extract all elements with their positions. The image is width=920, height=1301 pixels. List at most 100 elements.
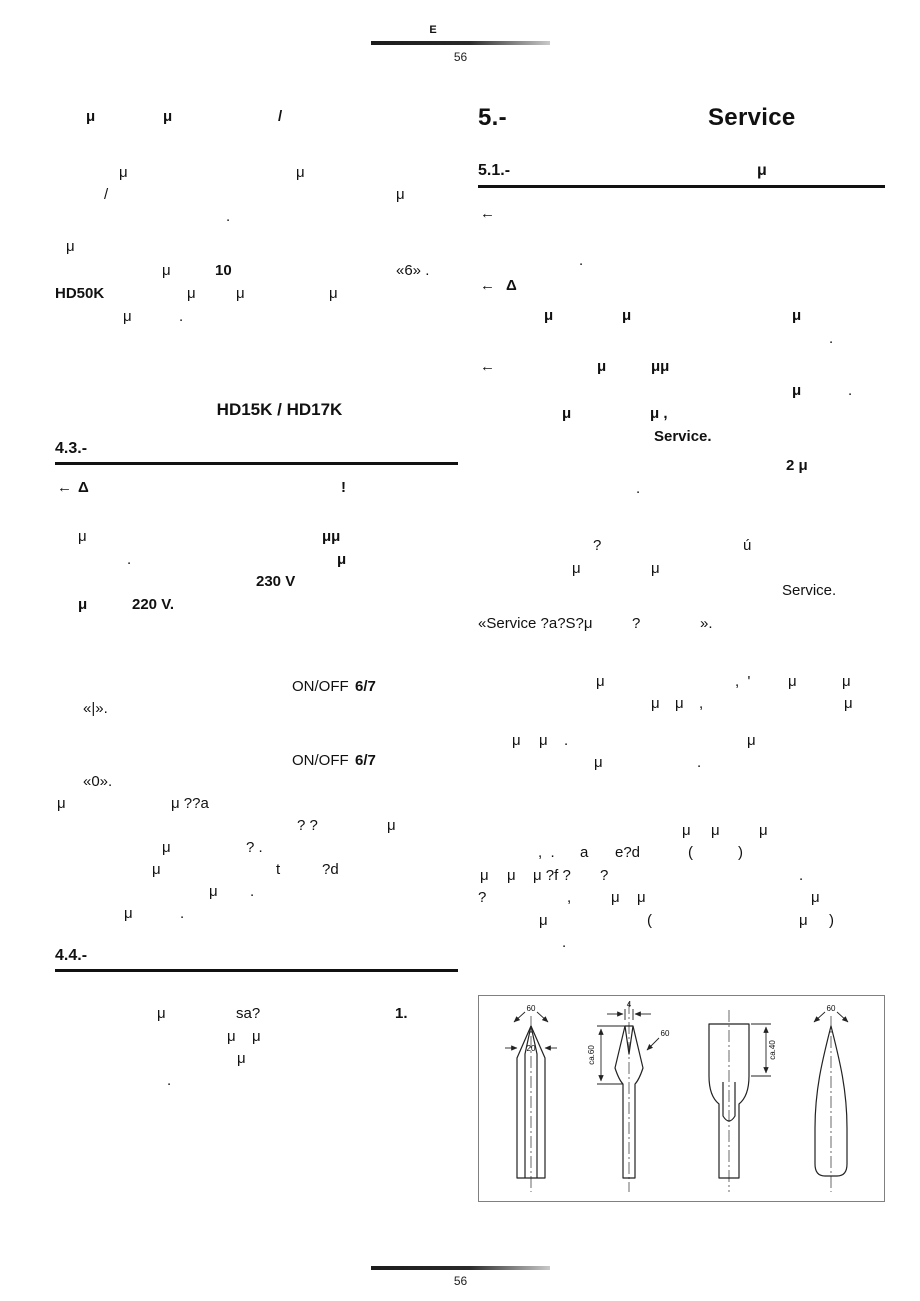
chisel-outline <box>516 1025 546 1179</box>
text-fragment: μ <box>544 307 554 324</box>
text-fragment: μ <box>162 262 171 279</box>
section-5-1-label: 5.1.- <box>478 162 511 179</box>
wide-chisel-drawing: ca.40 <box>708 1010 777 1192</box>
text-fragment: μ <box>124 905 133 922</box>
text-fragment: . <box>167 1072 172 1089</box>
text-fragment: μ <box>844 695 853 712</box>
text-fragment: μ <box>788 673 797 690</box>
text-fragment: μ <box>682 822 691 839</box>
text-fragment: μ <box>337 551 347 568</box>
text-fragment: μ <box>236 285 245 302</box>
text-fragment: μ <box>163 108 173 125</box>
text-fragment: μ <box>152 861 161 878</box>
text-fragment: μ <box>811 889 820 906</box>
text-fragment: . <box>636 480 641 497</box>
section-4-3-label: 4.3.- <box>55 440 88 457</box>
text-fragment: sa? <box>236 1005 261 1022</box>
text-fragment: 2 μ <box>786 457 808 474</box>
text-fragment: μ <box>596 673 605 690</box>
section-4-4-rule <box>55 969 458 972</box>
section-5-title: Service <box>708 104 796 131</box>
text-fragment: . <box>829 330 834 347</box>
text-fragment: . <box>180 905 185 922</box>
text-fragment: / <box>278 108 283 125</box>
text-fragment: μ <box>799 912 808 929</box>
dimension-arrow <box>836 1011 849 1023</box>
text-fragment: μ <box>651 695 660 712</box>
text-fragment: ! <box>341 479 346 496</box>
text-fragment: . <box>250 883 255 900</box>
text-fragment: . <box>226 208 231 225</box>
text-fragment: . <box>127 551 132 568</box>
text-fragment: μ <box>119 164 128 181</box>
text-fragment: 1. <box>395 1005 408 1022</box>
text-fragment: . <box>799 867 804 884</box>
text-fragment: ← <box>57 479 72 496</box>
text-fragment: μ <box>209 883 218 900</box>
text-fragment: ? . <box>246 839 263 856</box>
pointed-chisel-drawing: 60 20 <box>505 1004 557 1192</box>
text-fragment: μ <box>539 912 548 929</box>
text-fragment: μ <box>123 308 132 325</box>
text-fragment: 6/7 <box>355 678 376 695</box>
section-4-4-label: 4.4.- <box>55 947 88 964</box>
text-fragment: μ <box>792 382 802 399</box>
text-fragment: μ <box>66 238 75 255</box>
text-fragment: μ <box>572 560 581 577</box>
text-fragment: μ <box>651 560 660 577</box>
text-fragment: μ <box>227 1028 236 1045</box>
text-fragment: ) <box>738 844 743 861</box>
text-fragment: ON/OFF <box>292 678 353 695</box>
dimension-arrow <box>813 1011 826 1023</box>
text-fragment: μμ <box>651 358 670 375</box>
text-fragment: μ <box>387 817 396 834</box>
text-fragment: ← <box>480 358 495 375</box>
text-fragment: ← <box>480 205 495 222</box>
text-fragment: μ <box>78 528 87 545</box>
chisel-outline <box>814 1025 848 1177</box>
text-fragment: Service. <box>782 582 837 599</box>
text-fragment: μ <box>187 285 196 302</box>
dim-tip-angle-1: 60 <box>527 1004 536 1013</box>
text-fragment: μ <box>329 285 338 302</box>
cone-point-drawing: 60 <box>813 1004 849 1192</box>
chisel-outline <box>708 1023 750 1179</box>
text-fragment: μ <box>252 1028 261 1045</box>
text-fragment: μ <box>759 822 768 839</box>
text-fragment: μ <box>711 822 720 839</box>
dim-point-angle: 60 <box>827 1004 836 1013</box>
text-fragment: . <box>179 308 184 325</box>
dim-edge-angle: 60 <box>661 1029 670 1038</box>
text-fragment: ) <box>829 912 834 929</box>
text-fragment: , <box>699 695 704 712</box>
text-fragment: 230 V <box>256 573 296 590</box>
chisel-facet-lines <box>624 1025 634 1055</box>
text-fragment: , <box>567 889 572 906</box>
footer-rule <box>371 1266 550 1270</box>
text-fragment: μ <box>78 596 88 613</box>
language-code: E <box>429 24 438 36</box>
text-fragment: , . <box>538 844 555 861</box>
text-fragment: μ ??a <box>171 795 209 812</box>
page-number-top: 56 <box>453 50 468 64</box>
text-fragment: μ <box>622 307 632 324</box>
text-fragment: , ' <box>735 673 751 690</box>
text-fragment: μ <box>396 186 405 203</box>
dimension-arrow <box>646 1037 660 1051</box>
text-fragment: 6/7 <box>355 752 376 769</box>
flat-chisel-drawing: 4 ca.60 60 <box>587 1000 670 1192</box>
text-fragment: μ <box>480 867 489 884</box>
text-fragment: μ <box>597 358 607 375</box>
text-fragment: «0». <box>83 773 113 790</box>
text-fragment: . <box>562 934 567 951</box>
text-fragment: μ <box>611 889 620 906</box>
text-fragment: μ <box>842 673 851 690</box>
text-fragment: . <box>848 382 853 399</box>
chisel-drawings: 60 20 4 ca.60 60 <box>505 1000 849 1192</box>
text-fragment: ( <box>647 912 652 929</box>
text-fragment: μ <box>747 732 756 749</box>
text-fragment: ? <box>593 537 602 554</box>
text-fragment: μ <box>594 754 603 771</box>
text-fragment: «|». <box>83 700 108 717</box>
section-5-1-rule <box>478 185 885 188</box>
